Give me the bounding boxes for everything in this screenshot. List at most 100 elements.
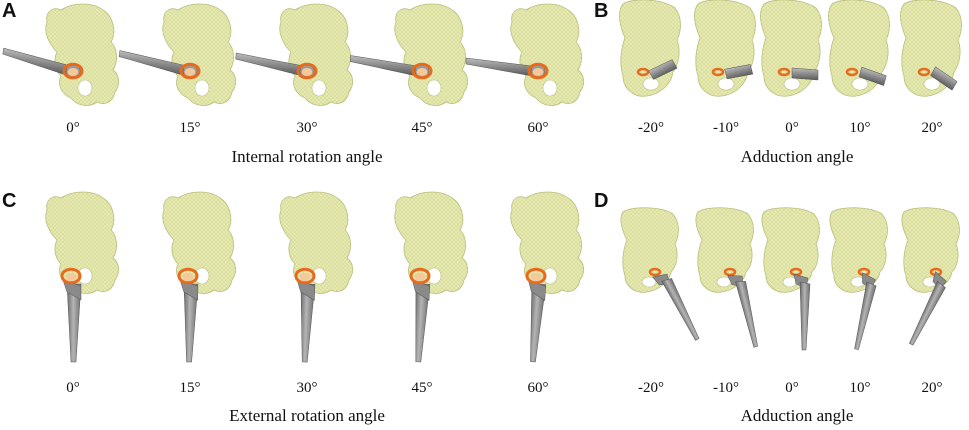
pelvis-panel-b	[828, 0, 890, 97]
pelvis-bone	[394, 191, 468, 294]
acetabular-cup-panel-c	[409, 267, 431, 285]
pelvis-panel-a	[394, 3, 468, 106]
pelvis-panel-d	[829, 207, 888, 350]
femoral-stem-panel-d	[854, 272, 877, 350]
panel-c-axis-title: External rotation angle	[229, 406, 385, 425]
pelvis-bone	[510, 191, 584, 294]
angle-label: 15°	[179, 120, 201, 136]
pelvis-bone	[162, 3, 236, 106]
pelvis-bone	[510, 3, 584, 106]
angle-label: 0°	[785, 380, 799, 396]
pelvis-panel-b	[694, 0, 756, 97]
panel-a-axis-title: Internal rotation angle	[231, 147, 383, 166]
femoral-stem-panel-c	[179, 279, 199, 363]
obturator-foramen	[311, 79, 327, 97]
pelvis-panel-a	[510, 3, 584, 106]
panel-d-axis-title: Adduction angle	[740, 406, 854, 425]
pelvis-panel-b	[619, 0, 681, 97]
angle-label: 0°	[785, 120, 799, 136]
obturator-foramen	[311, 267, 327, 285]
femoral-neck-panel-b	[791, 67, 819, 81]
pelvis-bone	[279, 191, 353, 294]
acetabular-cup-panel-a	[411, 62, 433, 80]
pelvis-bone	[162, 191, 236, 294]
acetabular-cup-panel-c	[60, 267, 82, 285]
angle-label: 20°	[921, 120, 943, 136]
angle-label: -20°	[638, 120, 664, 136]
acetabular-cup-panel-b	[711, 67, 725, 77]
acetabular-cup-panel-a	[179, 62, 201, 80]
angle-label: 30°	[296, 380, 318, 396]
panel-b-axis-title: Adduction angle	[740, 147, 854, 166]
femoral-neck-panel-b	[724, 64, 754, 80]
angle-label: -20°	[638, 380, 664, 396]
panel-letter-d: D	[594, 190, 609, 212]
pelvis-panel-b	[760, 0, 822, 97]
femoral-stem-panel-c	[411, 279, 431, 363]
pelvis-panel-a	[45, 3, 119, 106]
pelvis-panel-a	[279, 3, 353, 106]
femoral-stem-panel-c	[527, 278, 547, 363]
acetabular-cup-panel-c	[177, 267, 199, 285]
pelvis-panel-d	[695, 207, 759, 348]
angle-label: 30°	[296, 120, 318, 136]
obturator-foramen	[194, 267, 210, 285]
obturator-foramen	[542, 267, 558, 285]
angle-label: 10°	[849, 380, 871, 396]
angle-label: 60°	[527, 380, 549, 396]
acetabular-cup-panel-a	[296, 62, 318, 80]
obturator-foramen	[77, 267, 93, 285]
angle-label: 10°	[849, 120, 871, 136]
acetabular-cup-panel-a	[527, 62, 549, 80]
angle-label: 60°	[527, 120, 549, 136]
acetabular-cup-panel-d	[648, 267, 662, 277]
pelvis-panel-c	[510, 191, 584, 294]
pelvis-panel-b	[900, 0, 962, 97]
panel-letter-a: A	[2, 0, 17, 22]
angle-label: 45°	[411, 380, 433, 396]
femoral-stem-panel-c	[296, 279, 316, 363]
acetabular-cup-panel-b	[777, 67, 791, 77]
acetabular-cup-panel-a	[62, 62, 84, 80]
acetabular-cup-panel-c	[525, 267, 547, 285]
pelvis-panel-c	[162, 191, 236, 294]
angle-label: 0°	[66, 120, 80, 136]
femoral-stem-panel-d	[909, 271, 947, 346]
femoral-neck-panel-b	[858, 66, 887, 86]
femoral-stem-panel-c	[62, 279, 82, 363]
angle-label: 45°	[411, 120, 433, 136]
pelvis-panel-d	[620, 207, 700, 341]
acetabular-cup-panel-b	[636, 67, 650, 77]
pelvis-panel-c	[394, 191, 468, 294]
acetabular-cup-panel-b	[845, 67, 859, 77]
panel-letter-b: B	[594, 0, 609, 22]
pelvis-panel-d	[761, 207, 820, 351]
angle-label: 0°	[66, 380, 80, 396]
femoral-stem-panel-d	[652, 273, 700, 341]
angle-label: 15°	[179, 380, 201, 396]
angle-label: 20°	[921, 380, 943, 396]
pelvis-panel-a	[162, 3, 236, 106]
acetabular-cup-panel-d	[723, 267, 737, 277]
panel-letter-c: C	[2, 190, 17, 212]
femoral-stem-panel-d	[793, 273, 811, 351]
femoral-stem-panel-d	[727, 275, 759, 348]
acetabular-cup-panel-b	[917, 67, 931, 77]
pelvis-bone	[45, 3, 119, 106]
femoral-neck-panel-b	[648, 59, 678, 80]
obturator-foramen	[542, 79, 558, 97]
angle-label: -10°	[713, 120, 739, 136]
obturator-foramen	[77, 79, 93, 97]
obturator-foramen	[426, 267, 442, 285]
pelvis-bone	[279, 3, 353, 106]
pelvis-panel-d	[901, 207, 960, 346]
pelvis-panel-c	[45, 191, 119, 294]
femoral-neck-panel-b	[930, 66, 958, 91]
acetabular-cup-panel-c	[294, 267, 316, 285]
pelvis-bone	[45, 191, 119, 294]
pelvis-bone	[394, 3, 468, 106]
angle-label: -10°	[713, 380, 739, 396]
pelvis-panel-c	[279, 191, 353, 294]
obturator-foramen	[426, 79, 442, 97]
obturator-foramen	[194, 79, 210, 97]
